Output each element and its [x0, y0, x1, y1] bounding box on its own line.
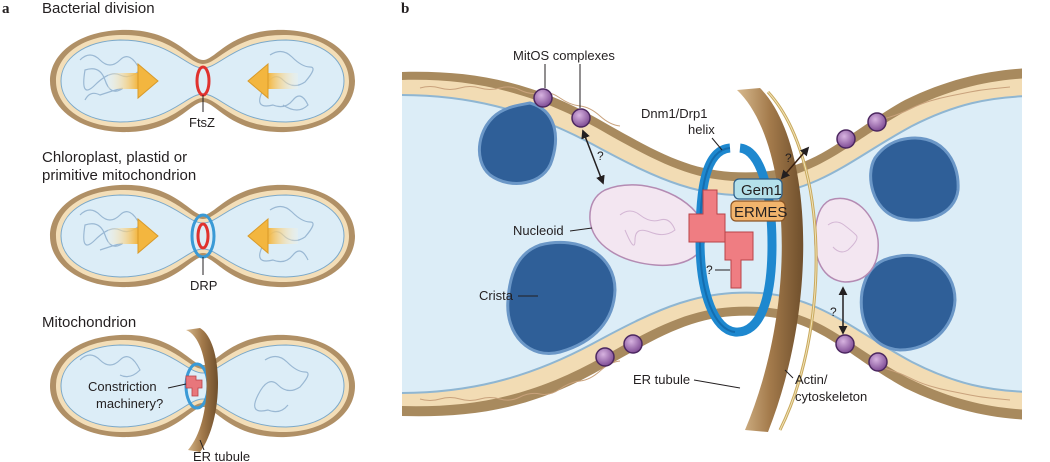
- gem1-box: [733, 178, 783, 200]
- question-mark-2: ?: [706, 263, 713, 277]
- crista-label: Crista: [479, 288, 514, 303]
- chloroplast-cell: [50, 184, 355, 288]
- constriction-label-line1: Constriction: [88, 379, 157, 394]
- er-tubule-label-b: ER tubule: [633, 372, 690, 387]
- mitochondrion-cell-b: Gem1 ERMES: [402, 68, 1022, 432]
- chloroplast-title-line2: primitive mitochondrion: [42, 167, 196, 184]
- constriction-machinery: [185, 375, 203, 397]
- gem1-label: Gem1: [741, 182, 782, 199]
- mitochondrion-title: Mitochondrion: [42, 314, 136, 331]
- mitochondrion-cell-a: [50, 328, 355, 452]
- actin-label-line1: Actin/: [795, 372, 828, 387]
- mitos-label: MitOS complexes: [513, 48, 615, 63]
- ftsz-label: FtsZ: [189, 115, 215, 130]
- drp-label: DRP: [190, 278, 217, 293]
- constriction-label-line2: machinery?: [96, 396, 163, 411]
- inward-arrow-left: [108, 73, 138, 89]
- crista-right-bottom: [859, 253, 957, 352]
- bacterial-division-title: Bacterial division: [42, 0, 155, 17]
- bacterial-cell: [50, 29, 355, 133]
- dnm1-label-line2: helix: [688, 122, 715, 137]
- crista-right-top: [869, 136, 960, 222]
- mitos-complexes: [533, 88, 888, 372]
- question-mark-1: ?: [597, 149, 604, 163]
- er-tubule-label-a: ER tubule: [193, 449, 250, 462]
- panel-a-letter: a: [2, 1, 10, 17]
- tether-arrow-3: [780, 146, 810, 180]
- crista-bottom: [506, 240, 617, 355]
- chloroplast-title-line1: Chloroplast, plastid or: [42, 149, 187, 166]
- ftsz-ring-inner: [196, 222, 210, 250]
- crista-top-left: [477, 101, 557, 185]
- constriction-machinery-bottom: [724, 231, 754, 289]
- dnm1-label-line1: Dnm1/Drp1: [641, 106, 707, 121]
- nucleoid-left: [589, 184, 706, 267]
- question-mark-4: ?: [785, 151, 792, 165]
- er-tubule-a: [186, 328, 218, 452]
- actin-label-line2: cytoskeleton: [795, 389, 867, 404]
- ermes-label: ERMES: [734, 204, 787, 221]
- panel-b-letter: b: [401, 1, 409, 17]
- inward-arrow-right: [268, 73, 298, 89]
- ermes-box: [730, 200, 786, 222]
- tether-arrow-1: [581, 129, 605, 185]
- question-mark-3: ?: [830, 305, 837, 319]
- nucleoid-label: Nucleoid: [513, 223, 564, 238]
